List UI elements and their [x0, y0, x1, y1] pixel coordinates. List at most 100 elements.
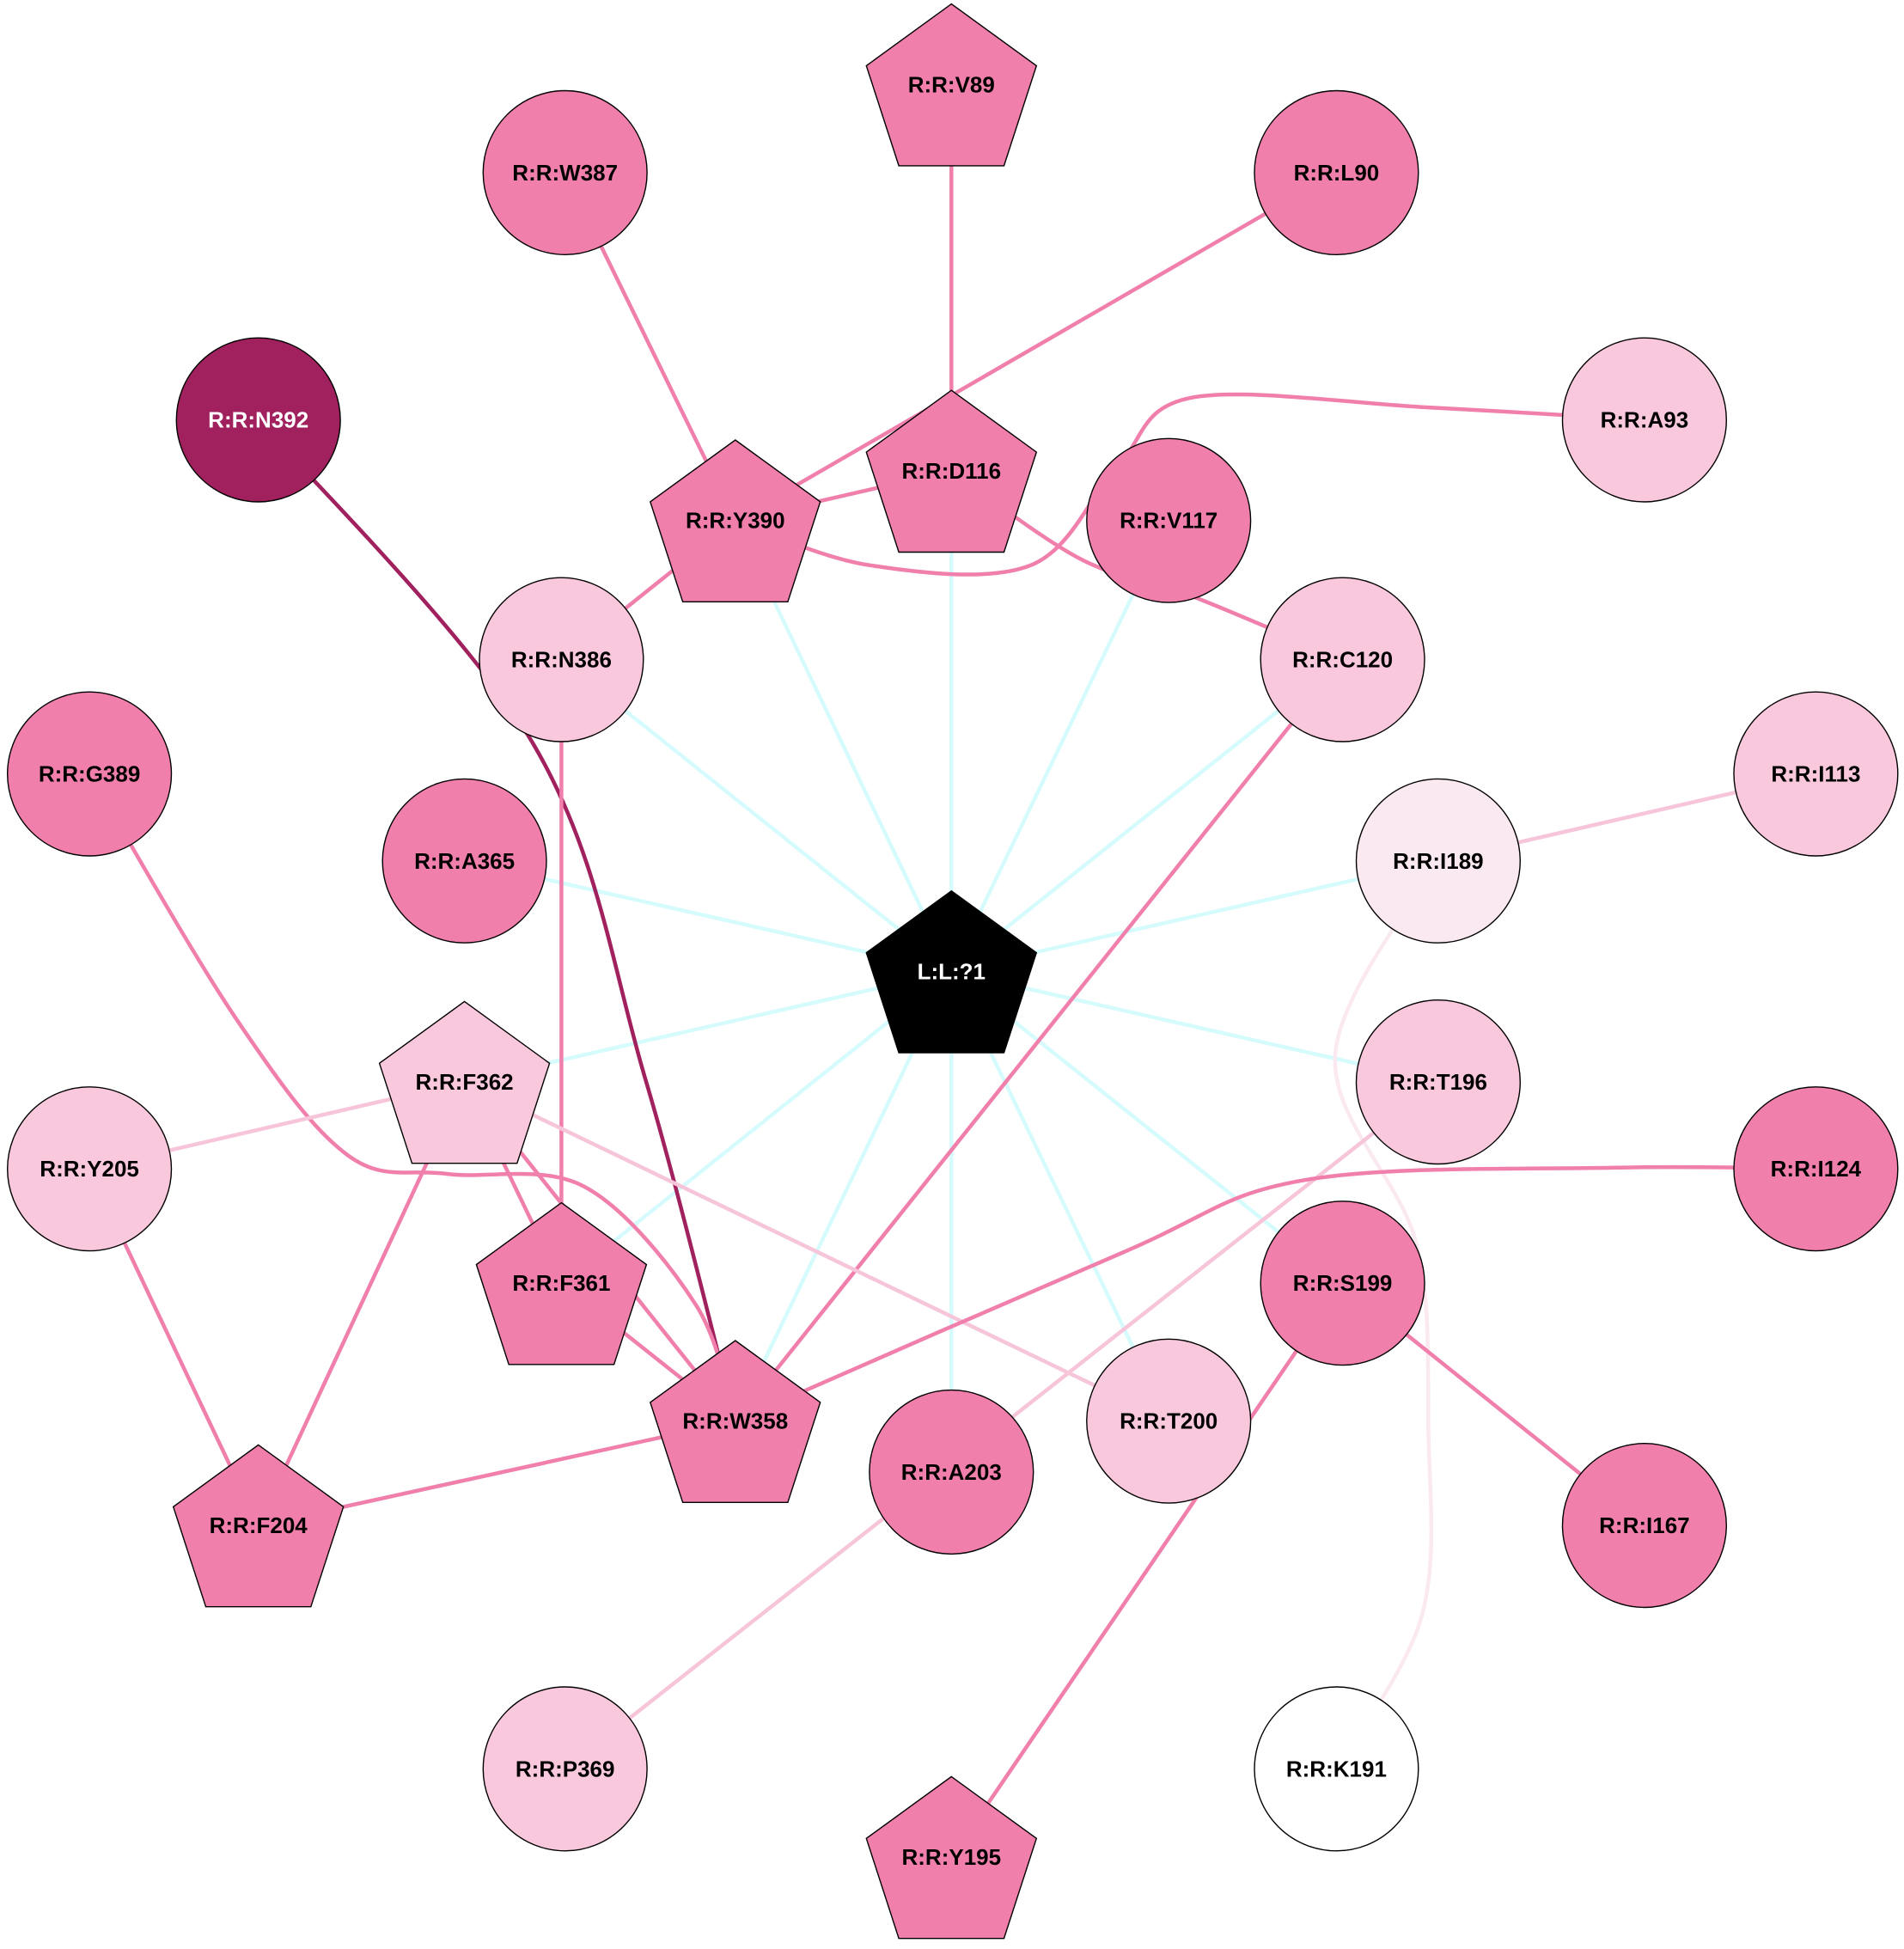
node-pentagon — [649, 1340, 821, 1504]
node-pentagon — [865, 389, 1038, 553]
node-circle — [869, 1389, 1034, 1555]
node-r-r-t196[interactable]: R:R:T196 — [1355, 999, 1522, 1165]
node-r-r-t200[interactable]: R:R:T200 — [1086, 1338, 1252, 1504]
node-label: R:R:I167 — [1599, 1512, 1689, 1538]
edge-l-l-1-to-r-r-f361 — [559, 969, 954, 1286]
node-label: R:R:V117 — [1120, 508, 1217, 534]
edge-r-r-f362-to-r-r-t200 — [462, 1079, 1171, 1423]
node-r-r-k191[interactable]: R:R:K191 — [1254, 1686, 1419, 1852]
node-r-r-y205[interactable]: R:R:Y205 — [6, 1086, 173, 1252]
node-label: R:R:F361 — [512, 1270, 610, 1296]
node-r-r-i189[interactable]: R:R:I189 — [1355, 778, 1522, 944]
node-pentagon — [865, 1775, 1038, 1940]
node-r-r-s199[interactable]: R:R:S199 — [1260, 1201, 1425, 1366]
node-circle — [1254, 1686, 1419, 1852]
node-circle — [381, 778, 547, 944]
node-label: R:R:I189 — [1393, 848, 1483, 874]
node-label: R:R:I113 — [1771, 761, 1860, 787]
node-label: R:R:F362 — [416, 1069, 514, 1095]
node-pentagon — [865, 3, 1038, 167]
node-r-r-l90[interactable]: R:R:L90 — [1254, 89, 1419, 255]
node-label: R:R:A365 — [414, 848, 515, 874]
node-label: R:R:F204 — [210, 1512, 308, 1538]
node-r-r-n392[interactable]: R:R:N392 — [175, 337, 341, 503]
node-pentagon — [475, 1201, 648, 1366]
edge-r-r-s199-to-r-r-y195 — [949, 1280, 1345, 1860]
node-label: R:R:P369 — [516, 1756, 615, 1781]
node-r-r-n386[interactable]: R:R:N386 — [479, 577, 644, 742]
node-circle — [482, 1686, 648, 1852]
node-circle — [1561, 337, 1728, 503]
node-circle — [1086, 437, 1252, 603]
node-label: R:R:L90 — [1294, 160, 1380, 186]
node-r-r-v117[interactable]: R:R:V117 — [1086, 437, 1252, 603]
node-r-r-d116[interactable]: R:R:D116 — [865, 389, 1038, 553]
node-pentagon — [378, 1000, 551, 1164]
node-circle — [479, 577, 644, 742]
edge-r-r-g389-to-r-r-w358 — [87, 772, 738, 1423]
node-r-r-c120[interactable]: R:R:C120 — [1260, 577, 1425, 742]
node-circle — [1260, 577, 1425, 742]
edge-r-r-c120-to-r-r-w358 — [733, 657, 1345, 1423]
node-circle — [1260, 1201, 1425, 1366]
edge-l-l-1-to-r-r-n386 — [559, 657, 954, 974]
node-r-r-a203[interactable]: R:R:A203 — [869, 1389, 1034, 1555]
node-label: R:R:C120 — [1292, 647, 1393, 673]
node-label: R:R:W358 — [682, 1408, 788, 1434]
node-r-r-i124[interactable]: R:R:I124 — [1733, 1086, 1899, 1252]
node-pentagon — [865, 889, 1038, 1054]
node-r-r-a365[interactable]: R:R:A365 — [381, 778, 547, 944]
node-r-r-y390[interactable]: R:R:Y390 — [649, 439, 821, 602]
node-pentagon — [172, 1444, 345, 1608]
node-label: R:R:K191 — [1286, 1756, 1387, 1781]
edge-l-l-1-to-r-r-v117 — [949, 518, 1171, 974]
node-circle — [1254, 89, 1419, 255]
node-label: R:R:I124 — [1771, 1156, 1862, 1182]
node-r-r-v89[interactable]: R:R:V89 — [865, 3, 1038, 167]
node-label: L:L:?1 — [918, 958, 986, 984]
node-label: R:R:T200 — [1120, 1408, 1217, 1434]
edge-r-r-i189-to-r-r-k191 — [1333, 858, 1441, 1771]
node-circle — [175, 337, 341, 503]
node-pentagon — [649, 439, 821, 602]
edge-l-l-1-to-r-r-s199 — [949, 969, 1345, 1286]
node-label: R:R:W387 — [512, 160, 618, 186]
node-r-r-y195[interactable]: R:R:Y195 — [865, 1775, 1038, 1940]
node-label: R:R:A93 — [1601, 407, 1689, 433]
node-l-l-1[interactable]: L:L:?1 — [865, 889, 1038, 1054]
node-circle — [1733, 691, 1899, 857]
node-circle — [482, 89, 648, 255]
node-label: R:R:T196 — [1389, 1069, 1487, 1095]
node-label: R:R:D116 — [902, 458, 1002, 484]
node-label: R:R:N386 — [511, 647, 612, 673]
node-r-r-i167[interactable]: R:R:I167 — [1561, 1442, 1728, 1609]
node-r-r-p369[interactable]: R:R:P369 — [482, 1686, 648, 1852]
node-label: R:R:Y205 — [40, 1156, 139, 1182]
edge-r-r-i124-to-r-r-w358 — [733, 1164, 1818, 1423]
edge-r-r-l90-to-r-r-y390 — [733, 170, 1339, 522]
edge-l-l-1-to-r-r-c120 — [949, 657, 1345, 974]
node-label: R:R:G389 — [39, 761, 140, 787]
node-label: R:R:Y390 — [686, 508, 785, 534]
node-r-r-f362[interactable]: R:R:F362 — [378, 1000, 551, 1164]
node-r-r-w358[interactable]: R:R:W358 — [649, 1340, 821, 1504]
node-circle — [1355, 999, 1522, 1165]
node-circle — [1733, 1086, 1899, 1252]
node-r-r-f204[interactable]: R:R:F204 — [172, 1444, 345, 1608]
node-label: R:R:Y195 — [902, 1844, 1002, 1870]
node-r-r-a93[interactable]: R:R:A93 — [1561, 337, 1728, 503]
node-r-r-i113[interactable]: R:R:I113 — [1733, 691, 1899, 857]
node-circle — [1561, 1442, 1728, 1609]
node-label: R:R:S199 — [1293, 1270, 1393, 1296]
node-r-r-g389[interactable]: R:R:G389 — [6, 691, 173, 857]
node-label: R:R:V89 — [908, 71, 995, 97]
edge-r-r-n392-to-r-r-w358 — [256, 418, 738, 1423]
node-circle — [6, 1086, 173, 1252]
node-r-r-f361[interactable]: R:R:F361 — [475, 1201, 648, 1366]
node-label: R:R:A203 — [901, 1459, 1002, 1485]
node-label: R:R:N392 — [208, 407, 308, 433]
node-circle — [1355, 778, 1522, 944]
node-r-r-w387[interactable]: R:R:W387 — [482, 89, 648, 255]
